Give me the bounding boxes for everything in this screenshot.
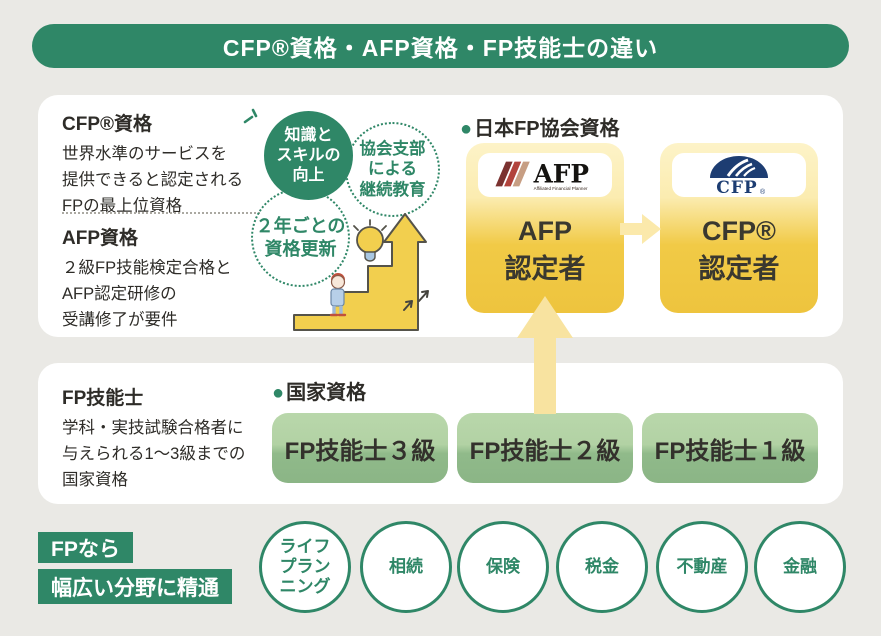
cfp-desc-line: 提供できると認定される xyxy=(62,171,244,190)
fp-ginoushi-heading: FP技能士 xyxy=(62,388,144,409)
field-circle-tax: 税金 xyxy=(556,521,648,613)
afp-logo-plate: AFP Affiliated Financial Planner xyxy=(478,153,612,197)
cfp-desc-line: FPの最上位資格 xyxy=(62,197,183,216)
field-circle-life-planning: ライフ プラン ニング xyxy=(259,521,351,613)
afp-logo-text: AFP xyxy=(533,160,589,189)
afp-description: AFP資格 ２級FP技能検定合格と AFP認定研修の 受講修了が要件 xyxy=(62,223,277,333)
fp-ginoushi-line: 与えられる1〜3級までの xyxy=(62,445,246,464)
field-circle-insurance: 保険 xyxy=(457,521,549,613)
afp-certified-card: AFP Affiliated Financial Planner AFP 認定者 xyxy=(466,143,624,313)
continuing-education-circle: 協会支部 による 継続教育 xyxy=(345,122,440,217)
field-circle-inheritance: 相続 xyxy=(360,521,452,613)
level-box-grade1: FP技能士１級 xyxy=(642,413,818,483)
cfp-logo: CFP ® xyxy=(710,156,768,197)
cfp-card-label: CFP® 認定者 xyxy=(660,213,818,289)
fp-ginoushi-description: FP技能士 学科・実技試験合格者に 与えられる1〜3級までの 国家資格 xyxy=(62,383,277,493)
fp-ginoushi-line: 国家資格 xyxy=(62,471,128,490)
afp-card-line: AFP xyxy=(518,216,572,246)
right-arrow-icon xyxy=(620,214,661,244)
level-box-grade2: FP技能士２級 xyxy=(457,413,633,483)
afp-heading: AFP資格 xyxy=(62,228,139,249)
afp-logo: AFP Affiliated Financial Planner xyxy=(495,160,589,191)
circle-line: 継続教育 xyxy=(359,180,426,199)
circle-line: 資格更新 xyxy=(264,238,337,259)
association-label-text: 日本FP協会資格 xyxy=(474,118,620,140)
association-group-label: ●日本FP協会資格 xyxy=(460,112,620,141)
stairs-arrow-illustration xyxy=(293,213,429,331)
fp-ginoushi-line: 学科・実技試験合格者に xyxy=(62,419,244,437)
knowledge-skill-circle: 知識と スキルの 向上 xyxy=(264,111,353,200)
field-line: 相続 xyxy=(389,556,423,576)
cfp-logo-text: CFP xyxy=(716,178,757,197)
circle-line: スキルの xyxy=(276,146,341,164)
circle-line: 協会支部 xyxy=(359,139,426,158)
cfp-card-line: CFP® xyxy=(702,216,776,246)
afp-desc-line: AFP認定研修の xyxy=(62,285,177,304)
afp-card-label: AFP 認定者 xyxy=(466,213,624,289)
circle-line: ２年ごとの xyxy=(255,216,346,236)
circle-line: 向上 xyxy=(292,166,325,184)
circle-line: 知識と xyxy=(284,126,333,144)
cfp-logo-plate: CFP ® xyxy=(672,153,806,197)
divider xyxy=(62,212,260,214)
cfp-heading: CFP®資格 xyxy=(62,114,152,135)
up-arrow-icon xyxy=(517,296,573,414)
field-line: 税金 xyxy=(585,556,619,576)
green-bullet-icon: ● xyxy=(272,382,285,404)
footer-tag-line2: 幅広い分野に精通 xyxy=(38,569,232,604)
cfp-certified-card: CFP ® CFP® 認定者 xyxy=(660,143,818,313)
field-line: 保険 xyxy=(486,556,520,576)
cfp-description: CFP®資格 世界水準のサービスを 提供できると認定される FPの最上位資格 xyxy=(62,109,277,219)
level-box-grade3: FP技能士３級 xyxy=(272,413,448,483)
cfp-desc-line: 世界水準のサービスを xyxy=(62,145,227,163)
field-line: ライフ xyxy=(279,536,331,556)
circle-line: による xyxy=(367,160,417,179)
page-title: CFP®資格・AFP資格・FP技能士の違い xyxy=(32,24,849,68)
field-circle-finance: 金融 xyxy=(754,521,846,613)
field-line: プラン xyxy=(279,556,331,576)
field-line: 金融 xyxy=(783,556,817,576)
afp-card-line: 認定者 xyxy=(504,253,586,284)
field-circle-real-estate: 不動産 xyxy=(656,521,748,613)
afp-desc-line: 受講修了が要件 xyxy=(62,311,178,330)
national-label-text: 国家資格 xyxy=(286,382,367,404)
sparkle-icon xyxy=(243,108,258,124)
green-bullet-icon: ● xyxy=(460,118,473,140)
footer-tag-line1: FPなら xyxy=(38,532,133,563)
field-line: ニング xyxy=(279,577,331,597)
national-group-label: ●国家資格 xyxy=(272,376,366,405)
field-line: 不動産 xyxy=(676,556,728,576)
afp-logo-subtext: Affiliated Financial Planner xyxy=(534,186,588,191)
cfp-logo-reg-mark: ® xyxy=(760,188,766,196)
afp-desc-line: ２級FP技能検定合格と xyxy=(62,259,232,277)
cfp-card-line: 認定者 xyxy=(698,253,780,284)
